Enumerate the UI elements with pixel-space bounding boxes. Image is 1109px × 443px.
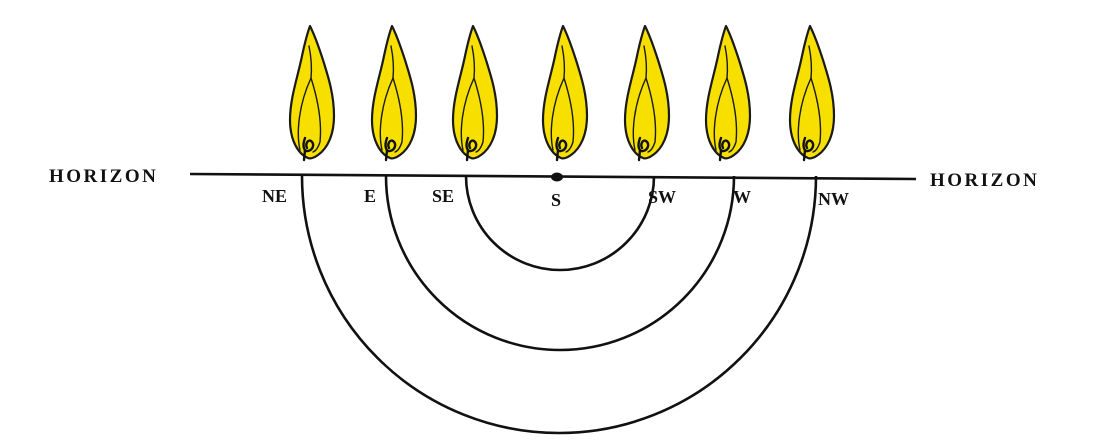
direction-label-w: W <box>733 187 751 207</box>
direction-label-nw: NW <box>818 189 849 209</box>
flame-icon <box>623 24 671 162</box>
flames <box>288 24 836 162</box>
direction-labels: NE E SE S SW W NW <box>262 186 849 210</box>
flame-icon <box>451 24 499 162</box>
direction-label-sw: SW <box>648 187 676 207</box>
flame-icon <box>288 24 336 162</box>
direction-label-e: E <box>364 186 376 206</box>
sun-point-dot <box>551 172 563 182</box>
flame-icon <box>704 24 752 162</box>
sun-arcs <box>300 175 818 435</box>
flame-icon <box>788 24 836 162</box>
horizon-label-left: HORIZON <box>49 166 158 187</box>
direction-label-s: S <box>551 190 561 210</box>
arc-e-w <box>384 175 736 352</box>
arc-se-sw <box>464 175 656 272</box>
flame-icon <box>370 24 418 162</box>
horizon-label-right: HORIZON <box>930 170 1039 191</box>
direction-label-ne: NE <box>262 186 287 206</box>
direction-label-se: SE <box>432 186 454 206</box>
flame-icon <box>541 24 589 162</box>
arc-ne-nw <box>300 175 818 435</box>
